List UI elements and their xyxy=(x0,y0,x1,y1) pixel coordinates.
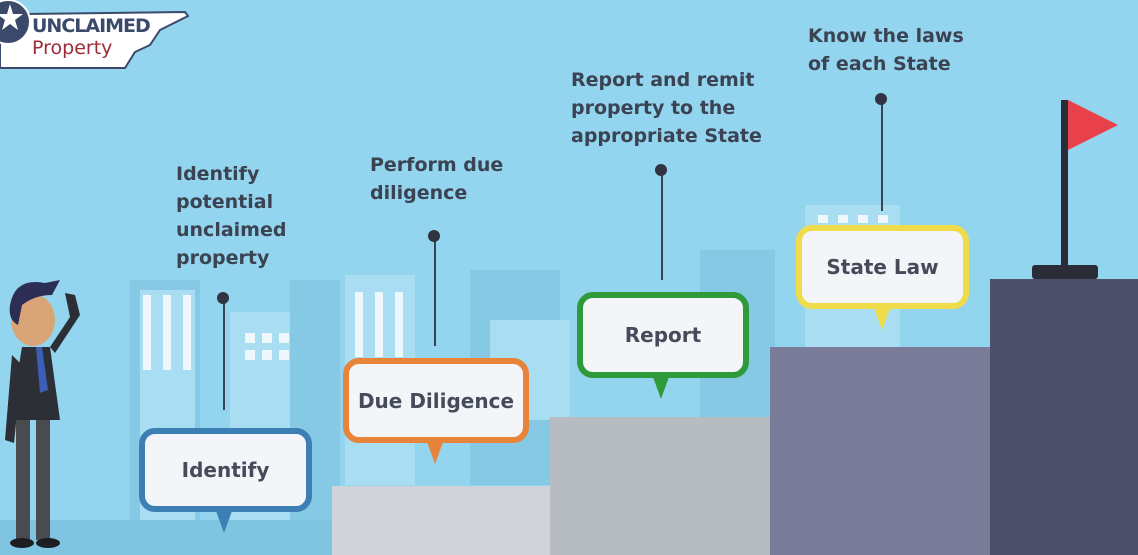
state-law-description: Know the laws of each State xyxy=(808,22,964,78)
description-line: Identify xyxy=(176,163,260,185)
callout-tail xyxy=(427,442,443,464)
pin-line xyxy=(881,99,883,211)
description-line: Report and remit xyxy=(571,69,755,91)
ground xyxy=(0,520,340,555)
pin-dot xyxy=(655,164,667,176)
description-line: Know the laws xyxy=(808,25,964,47)
callout-label: Due Diligence xyxy=(357,388,515,413)
identify-description: Identify potential unclaimed property xyxy=(176,160,286,272)
description-line: diligence xyxy=(370,182,468,204)
state-law-callout: State Law xyxy=(796,225,969,309)
pin-line xyxy=(434,236,436,346)
pin-line xyxy=(223,298,225,410)
description-line: appropriate State xyxy=(571,125,762,147)
description-line: Perform due xyxy=(370,154,504,176)
callout-label: Identify xyxy=(181,458,270,482)
description-line: unclaimed xyxy=(176,219,287,241)
description-line: of each State xyxy=(808,53,951,75)
description-line: potential xyxy=(176,191,274,213)
callout-label: Report xyxy=(624,323,702,347)
description-line: property to the xyxy=(571,97,736,119)
due-diligence-description: Perform due diligence xyxy=(370,151,503,207)
report-callout: Report xyxy=(577,292,749,378)
businessman-illustration xyxy=(5,280,80,548)
due-diligence-callout: Due Diligence xyxy=(343,358,529,443)
flag-icon xyxy=(1032,100,1118,279)
description-line: property xyxy=(176,247,270,269)
logo-line2: Property xyxy=(32,37,113,59)
identify-callout: Identify xyxy=(139,428,312,512)
report-description: Report and remit property to the appropr… xyxy=(571,66,762,150)
callout-tail xyxy=(216,511,232,533)
logo-line1: UNCLAIMED xyxy=(32,15,151,37)
callout-tail xyxy=(653,377,669,399)
pin-line xyxy=(661,170,663,280)
step-4 xyxy=(990,279,1138,555)
step-1 xyxy=(332,486,552,555)
logo: UNCLAIMED Property xyxy=(0,0,190,70)
pin-dot xyxy=(428,230,440,242)
callout-label: State Law xyxy=(826,255,939,279)
callout-tail xyxy=(874,308,890,330)
pin-dot xyxy=(217,292,229,304)
step-2 xyxy=(550,417,772,555)
step-3 xyxy=(770,347,992,555)
pin-dot xyxy=(875,93,887,105)
